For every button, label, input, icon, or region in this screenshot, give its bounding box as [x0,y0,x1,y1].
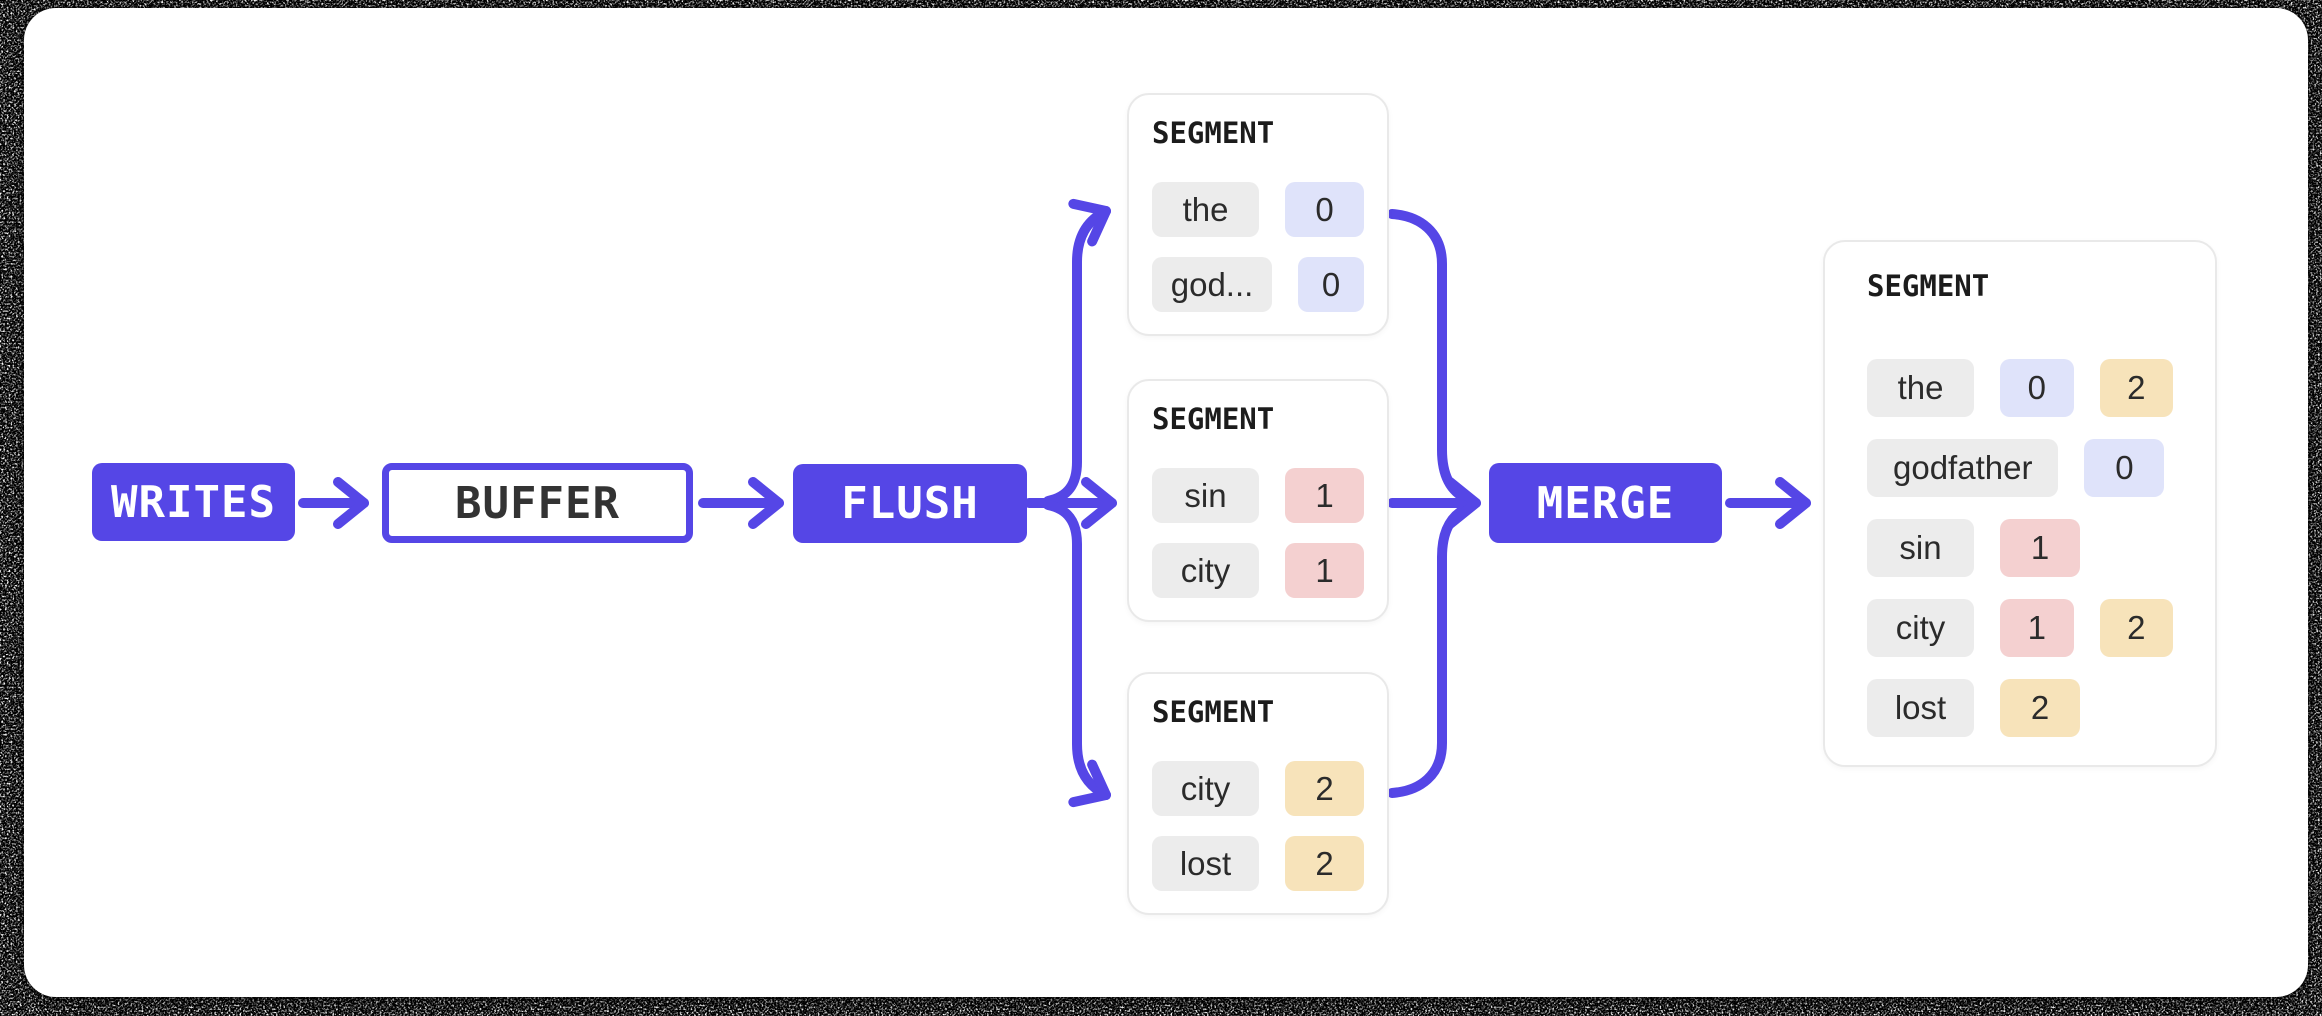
flush-node-label: FLUSH [841,478,979,529]
segment-row: sin 1 [1867,519,2173,577]
doc-id-pill: 1 [1285,543,1364,598]
term-pill: sin [1867,519,1974,577]
term-pill: lost [1867,679,1974,737]
segment-row: city 2 [1152,761,1364,816]
doc-id-pill: 1 [2000,519,2080,577]
segment-row: lost 2 [1867,679,2173,737]
term-pill: god... [1152,257,1273,312]
buffer-node-label: BUFFER [455,477,620,529]
segment-card-3: SEGMENT city 2 lost 2 [1127,672,1389,915]
segment-card-2-rows: sin 1 city 1 [1152,468,1364,598]
doc-id-pill: 0 [2084,439,2165,497]
merge-node-label: MERGE [1536,477,1675,529]
segment-row: god... 0 [1152,257,1364,312]
buffer-node: BUFFER [382,463,693,543]
segment-card-1-title: SEGMENT [1152,116,1275,150]
term-pill: the [1867,359,1974,417]
segment-card-2-title: SEGMENT [1152,402,1275,436]
segment-row: godfather 0 [1867,439,2173,497]
segment-row: sin 1 [1152,468,1364,523]
doc-id-pill: 0 [1285,182,1364,237]
term-pill: sin [1152,468,1259,523]
term-pill: city [1152,761,1259,816]
doc-id-pill: 2 [1285,836,1364,891]
term-pill: city [1867,599,1974,657]
doc-id-pill: 0 [1298,257,1364,312]
doc-id-pill: 2 [2099,599,2173,657]
flush-node: FLUSH [793,464,1027,543]
doc-id-pill: 2 [2000,679,2080,737]
doc-id-pill: 1 [2000,599,2074,657]
writes-node: WRITES [92,463,295,541]
doc-id-pill: 2 [2099,359,2173,417]
merged-segment-card-title: SEGMENT [1867,269,1990,303]
term-pill: godfather [1867,439,2059,497]
doc-id-pill: 0 [2000,359,2074,417]
term-pill: the [1152,182,1259,237]
segment-row: lost 2 [1152,836,1364,891]
writes-node-label: WRITES [111,476,276,528]
doc-id-pill: 1 [1285,468,1364,523]
segment-card-3-rows: city 2 lost 2 [1152,761,1364,891]
term-pill: city [1152,543,1259,598]
segment-card-3-title: SEGMENT [1152,695,1275,729]
segment-row: the 0 [1152,182,1364,237]
segment-card-2: SEGMENT sin 1 city 1 [1127,379,1389,622]
doc-id-pill: 2 [1285,761,1364,816]
term-pill: lost [1152,836,1259,891]
segment-row: city 1 [1152,543,1364,598]
merge-node: MERGE [1489,463,1722,543]
